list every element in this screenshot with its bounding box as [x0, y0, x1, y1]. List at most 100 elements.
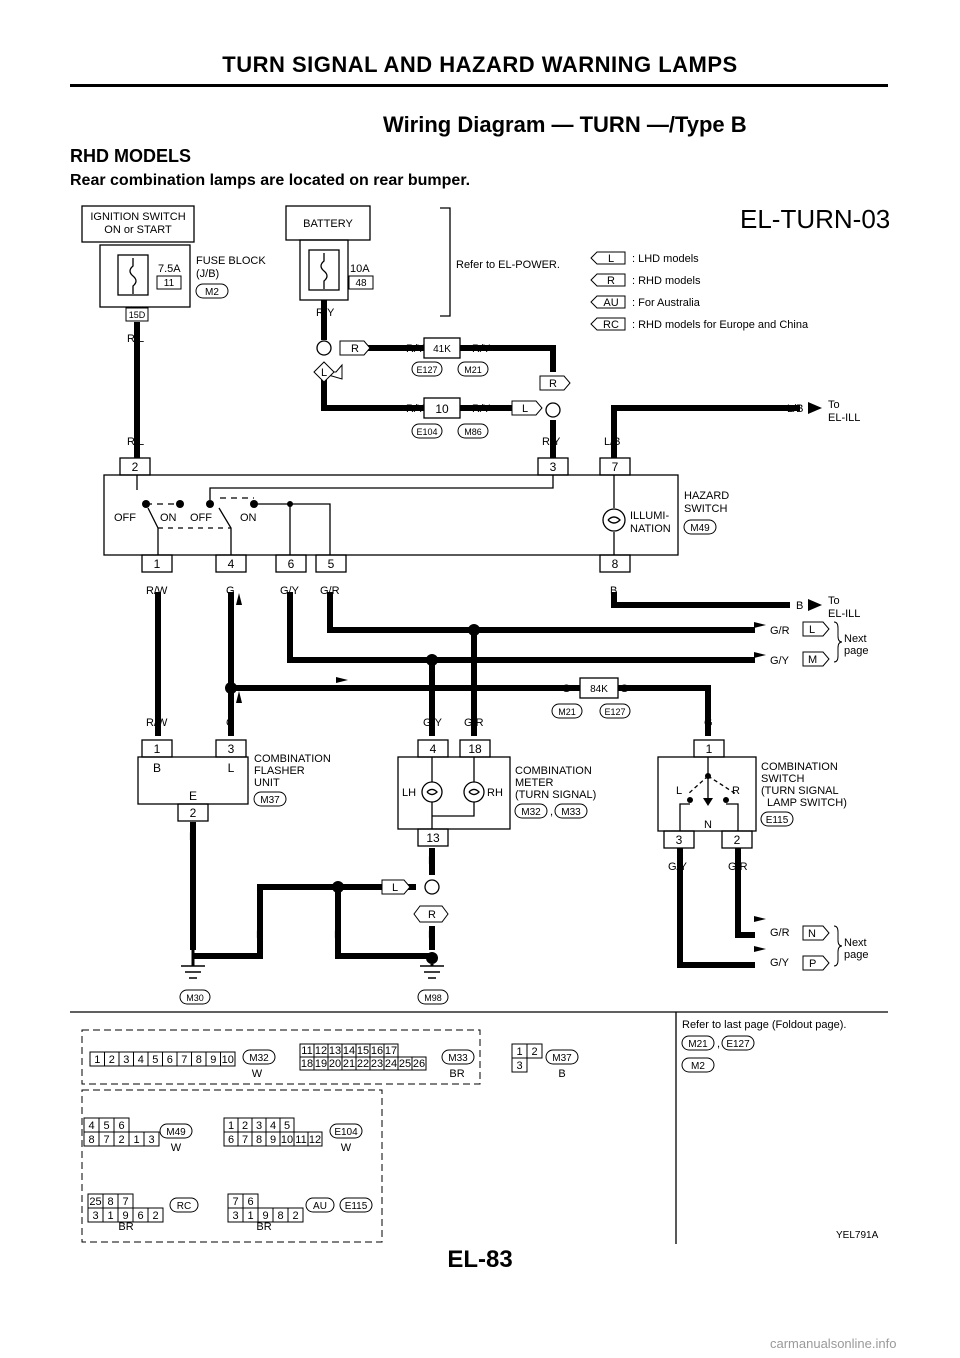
svg-text:G: G	[562, 683, 571, 695]
svg-text:W: W	[252, 1068, 263, 1080]
svg-text:G/R: G/R	[770, 927, 790, 939]
meter-box	[397, 756, 511, 830]
pin-label: 9	[210, 1054, 216, 1066]
pin-label: 14	[343, 1045, 355, 1057]
svg-text:M30: M30	[186, 993, 204, 1003]
pin-label: 25	[89, 1196, 101, 1208]
pin-label: 12	[315, 1045, 327, 1057]
svg-text:L: L	[676, 785, 682, 797]
pin-label: 1	[228, 1120, 234, 1132]
svg-text:: RHD models: : RHD models	[632, 275, 701, 287]
svg-text:EL-ILL: EL-ILL	[828, 412, 860, 424]
svg-text:M49: M49	[166, 1127, 186, 1138]
svg-text:AU: AU	[313, 1201, 327, 1212]
pin-cell	[147, 1207, 164, 1223]
svg-text:P: P	[809, 958, 816, 970]
svg-text:4: 4	[228, 557, 235, 571]
svg-text:M33: M33	[448, 1053, 468, 1064]
pin-cell	[511, 1057, 528, 1073]
pin-label: 2	[242, 1120, 248, 1132]
svg-text:R: R	[351, 343, 359, 355]
legend: L : LHD models R : RHD models AU : For A…	[590, 251, 809, 331]
svg-text:METER: METER	[515, 777, 554, 789]
pin-label: 16	[371, 1045, 383, 1057]
page-number: EL-83	[447, 1246, 513, 1273]
svg-text:L: L	[809, 624, 815, 636]
svg-text:G/R: G/R	[728, 861, 748, 873]
svg-text:M21: M21	[464, 365, 482, 375]
pin-label: 9	[270, 1134, 276, 1146]
pin-label: 6	[167, 1054, 173, 1066]
ignition-label-2: ON or START	[104, 224, 172, 236]
pin-label: 1	[133, 1134, 139, 1146]
pin-label: 8	[277, 1210, 283, 1222]
pin-label: 3	[516, 1060, 522, 1072]
svg-text:OFF: OFF	[190, 512, 212, 524]
svg-text:M37: M37	[552, 1053, 572, 1064]
svg-text:7: 7	[612, 460, 619, 474]
pin-label: 5	[103, 1120, 109, 1132]
pin-label: 7	[181, 1054, 187, 1066]
pin-label: 7	[242, 1134, 248, 1146]
pin-label: 2	[109, 1054, 115, 1066]
svg-text:R/Y: R/Y	[316, 307, 335, 319]
svg-text:E115: E115	[345, 1201, 368, 1212]
svg-text:1: 1	[154, 742, 161, 756]
svg-text:RC: RC	[603, 319, 619, 331]
svg-text:1: 1	[706, 742, 713, 756]
svg-text:E104: E104	[416, 427, 437, 437]
svg-text:page: page	[844, 645, 868, 657]
svg-text:G: G	[704, 717, 713, 729]
svg-text:E: E	[189, 789, 197, 803]
pin-label: 8	[196, 1054, 202, 1066]
pin-label: 3	[232, 1210, 238, 1222]
svg-text:B: B	[428, 855, 435, 867]
svg-text:6: 6	[288, 557, 295, 571]
svg-text:Next: Next	[844, 633, 867, 645]
section-title: RHD MODELS	[70, 146, 191, 166]
svg-text:,: ,	[717, 1038, 720, 1050]
svg-text:M49: M49	[690, 523, 710, 534]
svg-text:: LHD models: : LHD models	[632, 253, 699, 265]
svg-text:3: 3	[550, 460, 557, 474]
pin-label: 7	[122, 1196, 128, 1208]
svg-text:LH: LH	[402, 787, 416, 799]
svg-text:R/Y: R/Y	[542, 436, 561, 448]
svg-text:G/Y: G/Y	[423, 717, 443, 729]
pin-label: 13	[329, 1045, 341, 1057]
svg-text:B: B	[153, 761, 161, 775]
figure-id: YEL791A	[836, 1230, 879, 1241]
pin-label: 2	[118, 1134, 124, 1146]
header-rule	[70, 84, 888, 87]
pin-label: 4	[138, 1054, 144, 1066]
svg-text:R: R	[732, 785, 740, 797]
svg-text:BR: BR	[118, 1221, 133, 1233]
svg-text:AU: AU	[603, 297, 618, 309]
battery-label: BATTERY	[303, 218, 353, 230]
svg-text:R: R	[549, 378, 557, 390]
fuse2-amp: 10A	[350, 263, 370, 275]
fuse1-no: 11	[164, 278, 175, 289]
svg-text:M37: M37	[260, 795, 280, 806]
svg-text:M33: M33	[561, 807, 581, 818]
ignition-switch-box	[81, 205, 195, 243]
svg-text:W: W	[341, 1142, 352, 1154]
pin-label: 17	[385, 1045, 397, 1057]
svg-text:OFF: OFF	[114, 512, 136, 524]
svg-text:R/Y: R/Y	[406, 403, 425, 415]
svg-text:13: 13	[426, 831, 440, 845]
svg-text:NATION: NATION	[630, 523, 671, 535]
svg-text:EL-ILL: EL-ILL	[828, 608, 860, 620]
svg-text:BR: BR	[256, 1221, 271, 1233]
svg-text:M98: M98	[424, 993, 442, 1003]
svg-text:: For Australia: : For Australia	[632, 297, 701, 309]
svg-text:G/Y: G/Y	[770, 957, 790, 969]
pin-label: 21	[343, 1058, 355, 1070]
svg-text:R/Y: R/Y	[406, 343, 425, 355]
svg-text:Refer to last page (Foldout pa: Refer to last page (Foldout page).	[682, 1019, 846, 1031]
svg-text:84K: 84K	[590, 684, 608, 695]
pin-label: 9	[122, 1210, 128, 1222]
pin-label: 10	[222, 1054, 234, 1066]
pin-label: 4	[270, 1120, 276, 1132]
svg-text:R/W: R/W	[146, 717, 168, 729]
